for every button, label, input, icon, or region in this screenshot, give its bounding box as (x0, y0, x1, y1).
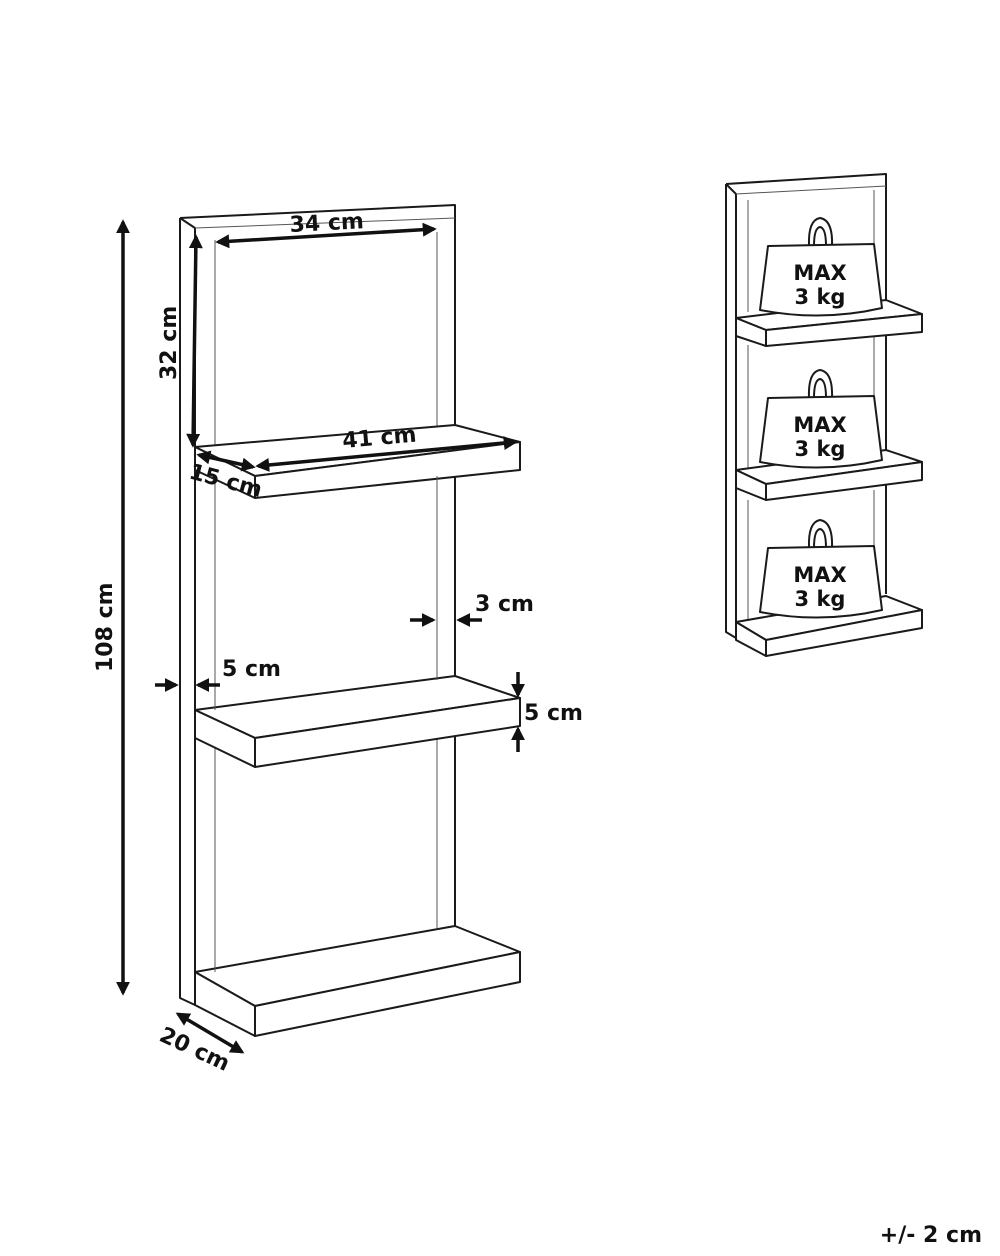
shelf-bottom (194, 925, 521, 1037)
base-depth-arrow (175, 1012, 245, 1054)
shelf-thickness-label: 5 cm (524, 701, 583, 726)
weight-icon-3 (759, 519, 883, 619)
weight-icon-2 (759, 369, 883, 469)
top-width-arrow (215, 222, 437, 249)
total-height-label: 108 cm (93, 582, 118, 672)
tolerance-note: +/- 2 cm (880, 1223, 982, 1248)
shelf-middle (194, 675, 521, 768)
load-capacity-shelf-unit: MAX 3 kg MAX 3 kg MAX 3 kg (725, 173, 923, 657)
side-thickness-label: 3 cm (475, 592, 534, 617)
top-height-arrow (186, 234, 203, 448)
weight-icon-1 (759, 217, 883, 317)
weight-label-1-kg: 3 kg (795, 285, 846, 309)
weight-label-2-kg: 3 kg (795, 437, 846, 461)
base-depth-label: 20 cm (155, 1023, 233, 1077)
dimensioned-shelf-unit: 108 cm 32 cm 34 cm 41 cm 15 cm 20 cm 3 c… (93, 204, 583, 1077)
shelf-depth-arrow (196, 450, 256, 472)
weight-label-3-max: MAX (793, 563, 846, 587)
weight-label-1-max: MAX (793, 261, 846, 285)
weight-label-2-max: MAX (793, 413, 846, 437)
back-panel-side-edge (179, 217, 196, 1005)
top-width-label: 34 cm (289, 209, 364, 238)
shelf-width-arrow (255, 436, 518, 472)
back-panel (179, 204, 456, 1006)
weight-label-3-kg: 3 kg (795, 587, 846, 611)
frame-offset-label: 5 cm (222, 657, 281, 682)
top-height-label: 32 cm (157, 306, 182, 380)
